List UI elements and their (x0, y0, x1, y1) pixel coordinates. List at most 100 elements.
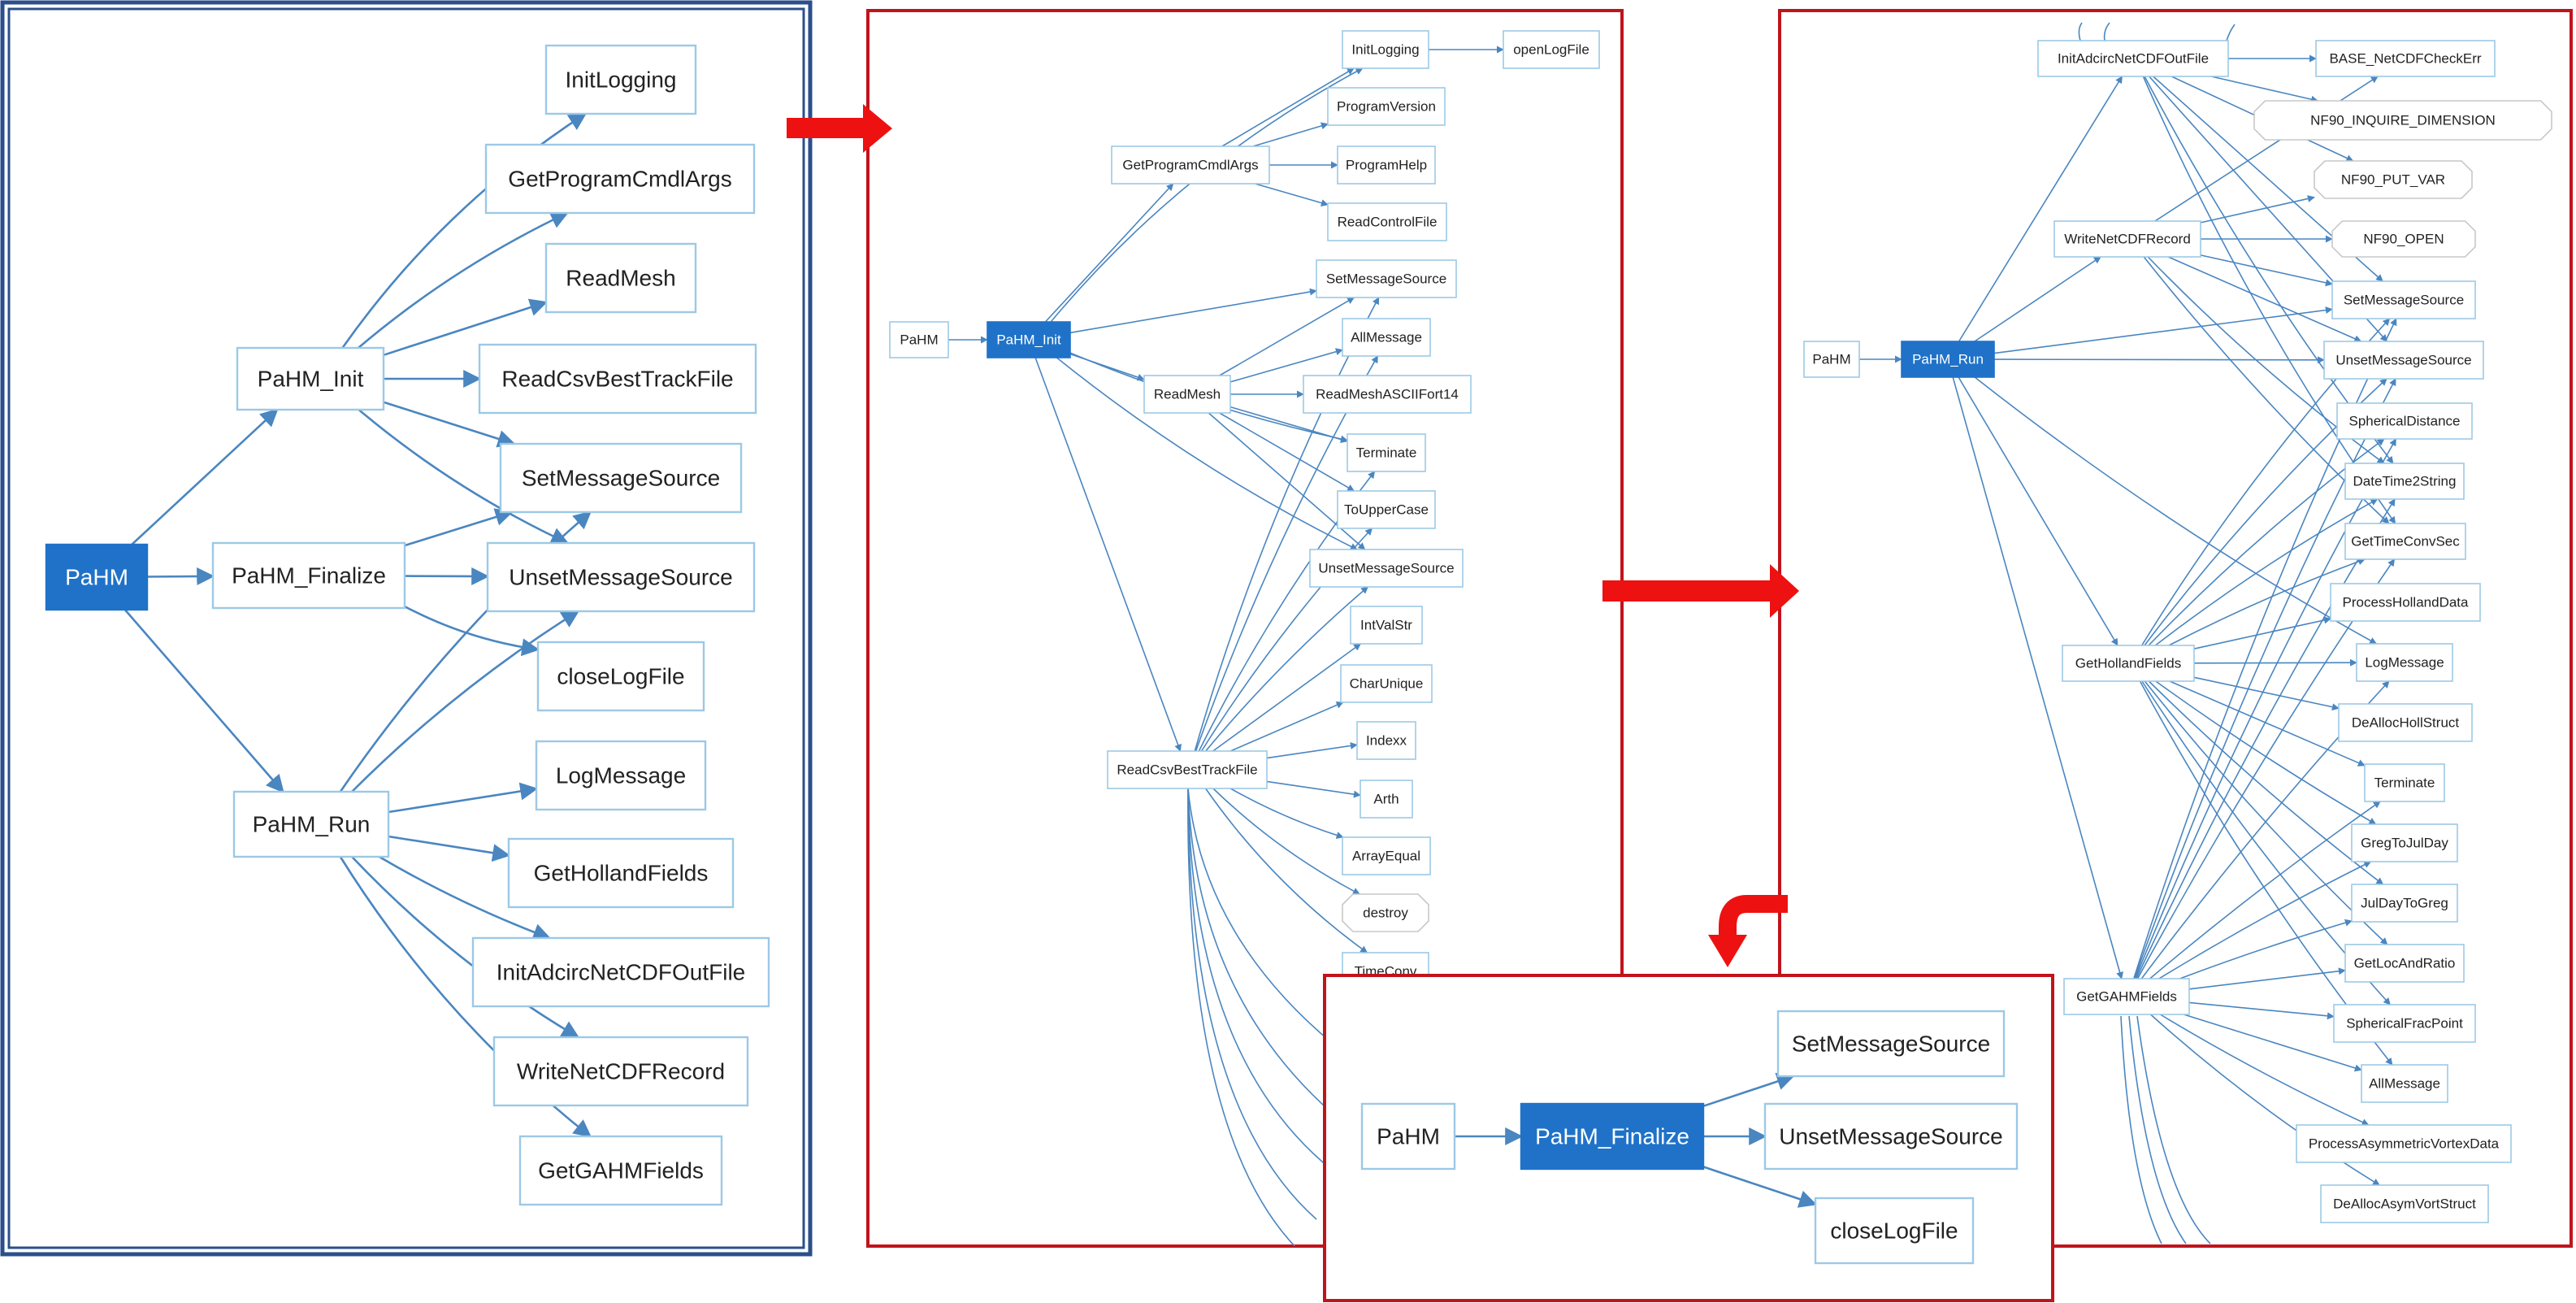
run-graph: PaHM PaHM_Run InitAdcircNetCDFOutFileWrite… (1803, 22, 2552, 1244)
node-init-adcirc-net-cdfout-file[interactable]: InitAdcircNetCDFOutFile (2037, 40, 2229, 77)
node-label: PaHM_Init (996, 332, 1061, 348)
flow-arrow-overview-to-init (787, 104, 892, 153)
node-de-alloc-holl-struct[interactable]: DeAllocHollStruct (2338, 703, 2473, 742)
node-set-message-source[interactable]: SetMessageSource (2331, 280, 2476, 319)
node-label: GetLocAndRatio (2354, 956, 2456, 971)
node-label: PaHM (900, 332, 938, 348)
node-pa-hm-init[interactable]: PaHM_Init (236, 346, 385, 411)
node-write-net-cdfrecord[interactable]: WriteNetCDFRecord (492, 1036, 749, 1107)
node-pa-hm-run[interactable]: PaHM_Run (1901, 341, 1995, 378)
node-pa-hm[interactable]: PaHM (1803, 341, 1860, 378)
node-to-upper-case[interactable]: ToUpperCase (1337, 490, 1436, 529)
run-edge-get-holland-fields-to-log-message (2193, 658, 2357, 667)
init-edge-pa-hm-init-to-unset-message-source (1056, 357, 1358, 550)
node-unset-message-source[interactable]: UnsetMessageSource (2323, 341, 2484, 380)
node-all-message[interactable]: AllMessage (2361, 1064, 2448, 1103)
node-unset-message-source[interactable]: UnsetMessageSource (486, 541, 756, 613)
node-label: ReadMesh (566, 266, 675, 291)
run-edge-get-gahmfields-to-spherical-distance (2134, 438, 2397, 979)
node-get-gahmfields[interactable]: GetGAHMFields (518, 1135, 723, 1206)
node-destroy-box (1342, 893, 1429, 932)
node-label: SetMessageSource (1792, 1032, 1990, 1057)
node-jul-day-to-greg[interactable]: JulDayToGreg (2351, 884, 2458, 923)
run-edge-write-net-cdfrecord-to-nf90-put-var (2200, 195, 2315, 224)
node-get-program-cmdl-args[interactable]: GetProgramCmdlArgs (484, 143, 756, 215)
node-read-mesh-asciifort14[interactable]: ReadMeshASCIIFort14 (1303, 375, 1472, 414)
node-indexx[interactable]: Indexx (1356, 721, 1416, 760)
node-pa-hm[interactable]: PaHM (45, 543, 149, 611)
node-get-time-conv-sec[interactable]: GetTimeConvSec (2344, 523, 2466, 560)
node-set-message-source[interactable]: SetMessageSource (499, 442, 743, 514)
node-get-gahmfields[interactable]: GetGAHMFields (2063, 978, 2190, 1015)
node-pa-hm[interactable]: PaHM (889, 321, 949, 358)
node-greg-to-jul-day[interactable]: GregToJulDay (2351, 823, 2458, 862)
node-label: AllMessage (1351, 330, 1422, 345)
node-date-time2-string[interactable]: DateTime2String (2344, 463, 2465, 500)
node-get-holland-fields[interactable]: GetHollandFields (2062, 645, 2195, 682)
node-pa-hm-run[interactable]: PaHM_Run (232, 790, 390, 858)
node-pa-hm-init-box (987, 321, 1071, 358)
flow-arrow-run-to-finalize (1719, 895, 1788, 936)
node-close-log-file[interactable]: closeLogFile (536, 641, 705, 712)
node-char-unique[interactable]: CharUnique (1340, 664, 1433, 703)
node-process-asymmetric-vortex-data[interactable]: ProcessAsymmetricVortexData (2296, 1124, 2512, 1163)
node-read-csv-best-track-file[interactable]: ReadCsvBestTrackFile (1107, 750, 1268, 789)
node-init-logging[interactable]: InitLogging (544, 44, 697, 115)
run-edge-stub-1 (2103, 22, 2110, 41)
init-edge-read-csv-best-track-file-to-int-val-str (1212, 643, 1362, 752)
node-process-holland-data[interactable]: ProcessHollandData (2330, 583, 2481, 622)
node-array-equal[interactable]: ArrayEqual (1342, 836, 1431, 875)
node-program-version[interactable]: ProgramVersion (1327, 87, 1446, 126)
node-nf90-inquire-dimension[interactable]: NF90_INQUIRE_DIMENSION (2253, 100, 2552, 141)
node-write-net-cdfrecord[interactable]: WriteNetCDFRecord (2053, 220, 2201, 258)
node-get-loc-and-ratio[interactable]: GetLocAndRatio (2344, 944, 2465, 983)
node-nf90-open[interactable]: NF90_OPEN (2331, 220, 2476, 258)
run-edge-get-holland-fields-to-get-time-conv-sec (2168, 558, 2366, 646)
node-pa-hm-finalize[interactable]: PaHM_Finalize (1520, 1102, 1705, 1171)
node-log-message[interactable]: LogMessage (2356, 643, 2453, 682)
overview-edge-pa-hm-init-to-unset-message-source (358, 409, 570, 545)
node-nf90-inquire-dimension-box (2253, 100, 2552, 141)
node-pa-hm-finalize[interactable]: PaHM_Finalize (211, 541, 406, 610)
node-log-message[interactable]: LogMessage (535, 740, 707, 811)
init-edge-read-csv-best-track-file-to-unset-message-source (1205, 586, 1368, 752)
node-destroy[interactable]: destroy (1342, 893, 1429, 932)
node-init-logging[interactable]: InitLogging (1342, 30, 1429, 69)
node-base-net-cdfcheck-err[interactable]: BASE_NetCDFCheckErr (2315, 40, 2496, 77)
node-de-alloc-asym-vort-struct[interactable]: DeAllocAsymVortStruct (2320, 1184, 2489, 1223)
node-arth[interactable]: Arth (1360, 780, 1413, 819)
node-set-message-source[interactable]: SetMessageSource (1776, 1010, 2006, 1078)
node-open-log-file-box (1503, 30, 1600, 69)
overview-edge-pa-hm-run-to-init-adcirc-net-cdfout-file (379, 855, 552, 941)
node-int-val-str[interactable]: IntValStr (1350, 606, 1423, 645)
node-get-holland-fields[interactable]: GetHollandFields (507, 837, 735, 909)
node-label: DateTime2String (2353, 474, 2457, 489)
node-close-log-file-box (536, 641, 705, 712)
node-read-csv-best-track-file[interactable]: ReadCsvBestTrackFile (478, 343, 757, 415)
init-edge-get-program-cmdl-args-to-program-version (1252, 122, 1329, 147)
node-spherical-frac-point[interactable]: SphericalFracPoint (2333, 1004, 2476, 1043)
node-pa-hm[interactable]: PaHM (1360, 1102, 1456, 1171)
node-label: closeLogFile (557, 664, 684, 689)
node-program-help[interactable]: ProgramHelp (1337, 146, 1436, 185)
node-spherical-distance[interactable]: SphericalDistance (2336, 402, 2473, 440)
node-nf90-put-var[interactable]: NF90_PUT_VAR (2314, 160, 2473, 199)
node-read-control-file[interactable]: ReadControlFile (1327, 202, 1447, 241)
node-get-program-cmdl-args[interactable]: GetProgramCmdlArgs (1111, 146, 1270, 185)
node-open-log-file[interactable]: openLogFile (1503, 30, 1600, 69)
node-set-message-source[interactable]: SetMessageSource (1316, 259, 1457, 298)
node-label: GetProgramCmdlArgs (508, 167, 731, 192)
node-terminate[interactable]: Terminate (2364, 763, 2445, 802)
node-read-mesh[interactable]: ReadMesh (1143, 375, 1231, 414)
node-pa-hm-init[interactable]: PaHM_Init (987, 321, 1071, 358)
node-read-mesh[interactable]: ReadMesh (544, 242, 697, 314)
node-close-log-file[interactable]: closeLogFile (1814, 1197, 1975, 1265)
node-unset-message-source[interactable]: UnsetMessageSource (1309, 549, 1464, 588)
node-init-adcirc-net-cdfout-file[interactable]: InitAdcircNetCDFOutFile (471, 936, 770, 1008)
node-all-message[interactable]: AllMessage (1342, 318, 1431, 357)
node-unset-message-source-box (2323, 341, 2484, 380)
node-terminate[interactable]: Terminate (1347, 433, 1426, 472)
node-unset-message-source[interactable]: UnsetMessageSource (1763, 1102, 2019, 1171)
node-pa-hm-run-box (1901, 341, 1995, 378)
